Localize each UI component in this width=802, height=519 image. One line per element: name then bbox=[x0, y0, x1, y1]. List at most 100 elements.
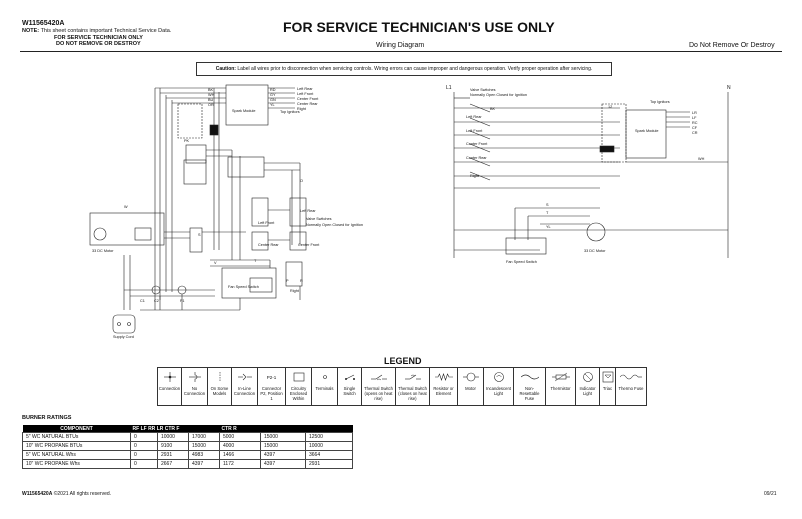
table-cell: 5000 bbox=[219, 432, 261, 442]
table-cell: 2667 bbox=[157, 459, 189, 469]
incandescent-light-icon bbox=[493, 372, 504, 382]
right-center-rear-label: Center Rear bbox=[466, 156, 487, 160]
legend-label: Single Switch bbox=[343, 386, 356, 396]
legend-item-on-some-models: On Some Models bbox=[208, 368, 232, 405]
column-header: LR bbox=[156, 425, 164, 432]
legend-label: Non-Resettable Fuse bbox=[519, 386, 540, 401]
right-wire-code-1: WH bbox=[698, 157, 705, 161]
left-normally-open-label: Normally Open Closed for Ignition bbox=[306, 223, 363, 227]
table-cell: 3664 bbox=[305, 450, 353, 460]
footer-copyright: ©2021 All rights reserved. bbox=[53, 491, 112, 497]
legend-label: Triac bbox=[602, 386, 613, 391]
no-connection-icon bbox=[188, 372, 201, 382]
caution-box: Caution: Label all wires prior to discon… bbox=[196, 62, 612, 76]
left-ignitor-label-3: Center Rear bbox=[297, 102, 318, 106]
indicator-light-icon bbox=[582, 372, 593, 382]
triac-icon bbox=[602, 371, 613, 383]
table-cell: 10" WC PROPANE BTUs bbox=[22, 441, 131, 451]
for-service-line: FOR SERVICE TECHNICIAN ONLY bbox=[54, 35, 143, 41]
left-c1-label: C1 bbox=[140, 299, 145, 303]
table-cell: 12500 bbox=[305, 432, 353, 442]
table-cell: 0 bbox=[130, 441, 158, 451]
table-cell: 4983 bbox=[188, 450, 220, 460]
left-wire-code-0: BK bbox=[208, 88, 214, 92]
do-not-remove-line: DO NOT REMOVE OR DESTROY bbox=[56, 41, 141, 47]
right-fan-speed-switch-label: Fan Speed Switch bbox=[506, 260, 537, 264]
table-header-row: COMPONENT RF LF RR LR CTR F CTR R bbox=[22, 425, 353, 433]
right-left-rear-label: Left Rear bbox=[466, 115, 482, 119]
legend-item-motor: Motor bbox=[458, 368, 484, 405]
thermal-switch-close-icon bbox=[404, 374, 421, 380]
right-right-label: Right bbox=[470, 174, 480, 178]
legend-label: Indicator Light bbox=[579, 386, 596, 396]
right-l1-label: L1 bbox=[446, 85, 452, 91]
table-cell: 4000 bbox=[219, 441, 261, 451]
right-left-front-label: Left Front bbox=[466, 129, 483, 133]
left-valve-switches-label: Valve Switches bbox=[306, 217, 332, 221]
footer: W11565420A ©2021 All rights reserved. bbox=[22, 491, 111, 497]
left-wire-code-5: GY bbox=[270, 93, 276, 97]
left-wire-code-2: BU bbox=[208, 98, 214, 102]
page-subtitle: Wiring Diagram bbox=[376, 42, 425, 49]
left-valve-block bbox=[177, 103, 203, 139]
right-normally-open-label: Normally Open Closed for Ignition bbox=[470, 93, 527, 97]
legend-item-single-switch: Single Switch bbox=[338, 368, 362, 405]
table-cell: 17000 bbox=[188, 432, 220, 442]
thermistor-icon bbox=[551, 372, 570, 382]
column-header: CTR R bbox=[219, 425, 353, 433]
table-cell: 10" WC PROPANE Whs bbox=[22, 459, 131, 469]
left-spark-module-label: Spark Module bbox=[232, 109, 255, 113]
part-number: W11565420A bbox=[22, 20, 65, 27]
table-cell: 5" WC NATURAL Whs bbox=[22, 450, 131, 460]
table-row: 10" WC PROPANE Whs 0 2667 4397 1172 4397… bbox=[22, 459, 353, 469]
right-ignitor-code-0: LR bbox=[692, 111, 697, 115]
legend-label: Incandescent Light bbox=[486, 386, 511, 396]
burner-ratings-title: BURNER RATINGS bbox=[22, 415, 72, 421]
legend-item-no-connection: No Connection bbox=[182, 368, 208, 405]
left-ignitor-label-2: Center Front bbox=[297, 97, 319, 101]
legend-title: LEGEND bbox=[384, 356, 422, 366]
left-supply-cord-label: Supply Cord bbox=[113, 335, 134, 339]
left-wire-code-11: S bbox=[198, 233, 201, 237]
left-ignitor-label-4: Right bbox=[297, 107, 307, 111]
page-code: 09/21 bbox=[764, 491, 777, 497]
left-wire-code-8: PK bbox=[184, 139, 190, 143]
legend-label: Thermal Switch (opens on heat rise) bbox=[364, 386, 393, 401]
legend-label: Thermal Switch (closes on heat rise) bbox=[398, 386, 427, 401]
table-cell: 0 bbox=[130, 432, 158, 442]
left-center-front-label: Center Front bbox=[298, 243, 320, 247]
left-wire-code-9: V bbox=[214, 261, 217, 265]
right-ignitor-code-4: CR bbox=[692, 131, 698, 135]
legend-label: On Some Models bbox=[210, 386, 229, 396]
resistor-icon bbox=[434, 373, 453, 381]
note-text: This sheet contains important Technical … bbox=[40, 28, 172, 34]
connector-icon: P2-1 bbox=[266, 374, 277, 380]
thermo-fuse-icon bbox=[620, 374, 642, 380]
left-left-front-label: Left Front bbox=[258, 221, 275, 225]
header-divider bbox=[20, 51, 782, 52]
footer-part-number: W11565420A bbox=[22, 491, 53, 497]
legend-item-thermal-open: Thermal Switch (opens on heat rise) bbox=[362, 368, 396, 405]
legend: Connection No Connection On Some Models … bbox=[157, 367, 647, 406]
left-fuse-label: F1 bbox=[180, 299, 184, 303]
table-cell: 4397 bbox=[260, 459, 306, 469]
legend-item-thermal-close: Thermal Switch (closes on heat rise) bbox=[396, 368, 430, 405]
left-wire-code-14: R bbox=[300, 279, 303, 283]
left-wire-code-4: RD bbox=[270, 88, 276, 92]
left-wire-code-7: YL bbox=[270, 103, 275, 107]
table-cell: 0 bbox=[130, 450, 158, 460]
column-header: LF bbox=[140, 425, 147, 432]
table-cell: 10000 bbox=[305, 441, 353, 451]
right-center-front-label: Center Front bbox=[466, 142, 488, 146]
left-c2-label: C2 bbox=[154, 299, 159, 303]
table-row: 10" WC PROPANE BTUs 0 9100 15000 4000 15… bbox=[22, 441, 353, 451]
burner-ratings-table: COMPONENT RF LF RR LR CTR F CTR R 5" WC … bbox=[22, 425, 353, 469]
legend-label: Circuitry Enclosed Within bbox=[289, 386, 308, 401]
table-cell: 15000 bbox=[260, 441, 306, 451]
legend-label: In-Line Connection bbox=[233, 386, 256, 396]
legend-item-in-line-connection: In-Line Connection bbox=[232, 368, 258, 405]
motor-icon bbox=[462, 372, 479, 382]
left-center-rear-label: Center Rear bbox=[258, 243, 279, 247]
table-cell: 15000 bbox=[260, 432, 306, 442]
